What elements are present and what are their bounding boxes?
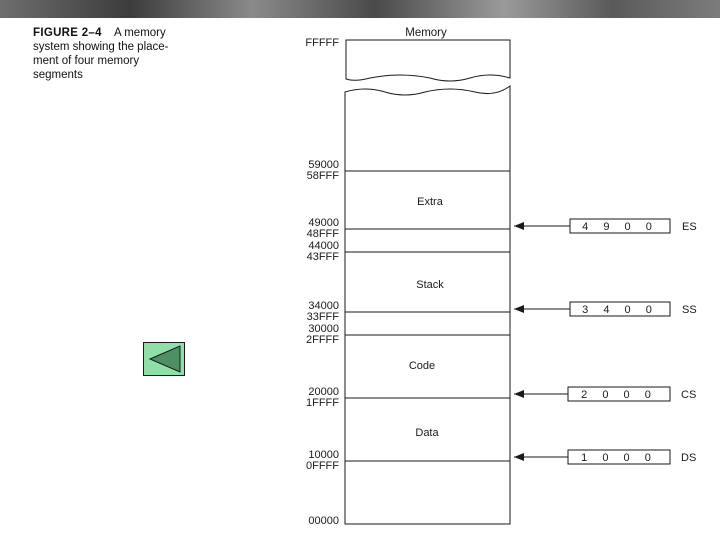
segment-label-code: Code: [409, 360, 435, 372]
arrowhead-icon: [514, 390, 524, 398]
register-name: ES: [682, 221, 697, 233]
register-name: CS: [681, 389, 696, 401]
register-value: 1 0 0 0: [581, 452, 657, 464]
arrowhead-icon: [514, 222, 524, 230]
register-name: SS: [682, 304, 697, 316]
address-top: FFFFF: [305, 37, 339, 49]
address-lower: 43FFF: [307, 251, 340, 263]
arrowhead-icon: [514, 453, 524, 461]
address-bottom: 00000: [308, 515, 339, 527]
segment-label-extra: Extra: [417, 196, 444, 208]
segment-label-stack: Stack: [416, 279, 444, 291]
register-es-group: 4 9 0 0 ES: [514, 219, 697, 233]
arrowhead-icon: [514, 305, 524, 313]
register-value: 3 4 0 0: [582, 304, 658, 316]
address-lower: 0FFFF: [306, 460, 339, 472]
register-ds-group: 1 0 0 0 DS: [514, 450, 696, 464]
register-ss-group: 3 4 0 0 SS: [514, 302, 697, 316]
register-cs-group: 2 0 0 0 CS: [514, 387, 696, 401]
back-nav-button[interactable]: [143, 342, 185, 376]
address-lower: 1FFFF: [306, 397, 339, 409]
address-lower: 33FFF: [307, 311, 340, 323]
register-name: DS: [681, 452, 696, 464]
back-triangle-icon: [144, 343, 184, 375]
segment-label-data: Data: [415, 427, 439, 439]
memory-column: [345, 86, 510, 524]
address-lower: 48FFF: [307, 228, 340, 240]
address-lower: 58FFF: [307, 170, 340, 182]
address-lower: 2FFFF: [306, 334, 339, 346]
memory-top-block: [346, 40, 510, 81]
register-value: 2 0 0 0: [581, 389, 657, 401]
register-value: 4 9 0 0: [582, 221, 658, 233]
memory-header: Memory: [405, 27, 447, 39]
